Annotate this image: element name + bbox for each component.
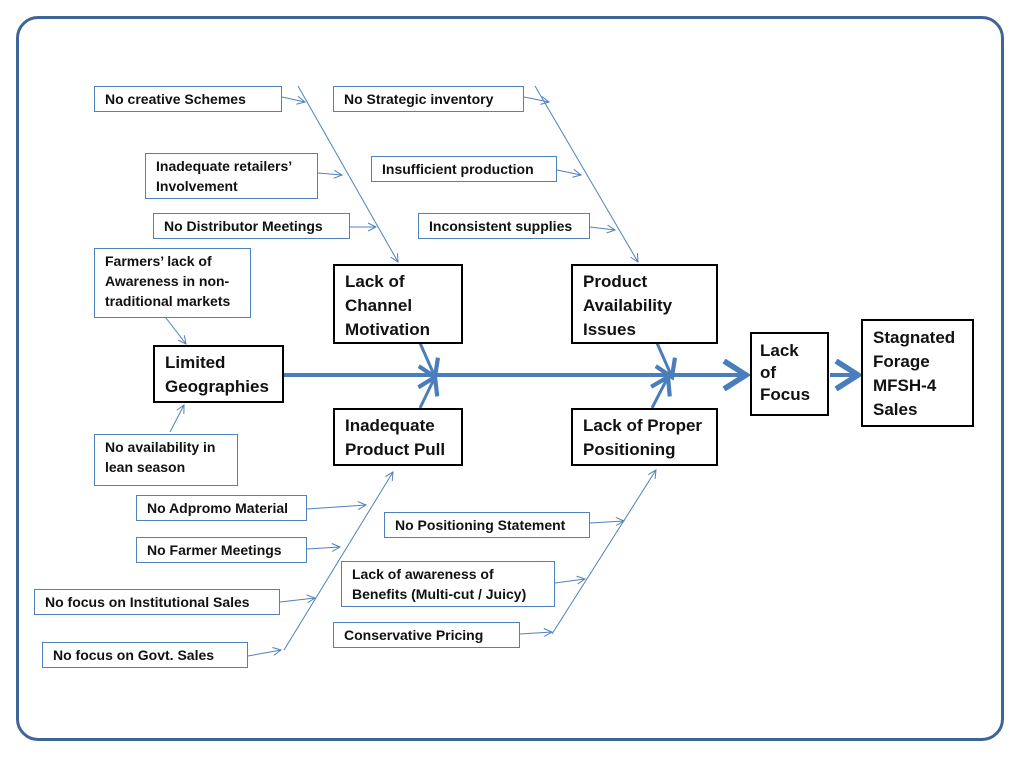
cause-no-strategic-inventory: No Strategic inventory xyxy=(333,86,524,112)
cause-no-distributor-meetings: No Distributor Meetings xyxy=(153,213,350,239)
cause-farmers-awareness: Farmers’ lack of Awareness in non- tradi… xyxy=(94,248,251,318)
cause-no-adpromo: No Adpromo Material xyxy=(136,495,307,521)
cause-conservative-pricing: Conservative Pricing xyxy=(333,622,520,648)
cause-no-institutional-sales: No focus on Institutional Sales xyxy=(34,589,280,615)
cause-no-availability-lean: No availability in lean season xyxy=(94,434,238,486)
cause-inconsistent-supplies: Inconsistent supplies xyxy=(418,213,590,239)
effect-stagnated-sales: Stagnated Forage MFSH-4 Sales xyxy=(861,319,974,427)
cause-inadequate-retailers: Inadequate retailers’ Involvement xyxy=(145,153,318,199)
category-lack-positioning: Lack of Proper Positioning xyxy=(571,408,718,466)
cause-no-farmer-meetings: No Farmer Meetings xyxy=(136,537,307,563)
category-product-availability: Product Availability Issues xyxy=(571,264,718,344)
cause-lack-awareness-benefits: Lack of awareness of Benefits (Multi-cut… xyxy=(341,561,555,607)
lack-of-focus-box: Lack of Focus xyxy=(750,332,829,416)
slide-frame xyxy=(16,16,1004,741)
category-lack-channel-motivation: Lack of Channel Motivation xyxy=(333,264,463,344)
category-inadequate-product-pull: Inadequate Product Pull xyxy=(333,408,463,466)
cause-no-positioning-statement: No Positioning Statement xyxy=(384,512,590,538)
cause-no-creative-schemes: No creative Schemes xyxy=(94,86,282,112)
cause-no-govt-sales: No focus on Govt. Sales xyxy=(42,642,248,668)
cause-insufficient-production: Insufficient production xyxy=(371,156,557,182)
category-limited-geographies: Limited Geographies xyxy=(153,345,284,403)
